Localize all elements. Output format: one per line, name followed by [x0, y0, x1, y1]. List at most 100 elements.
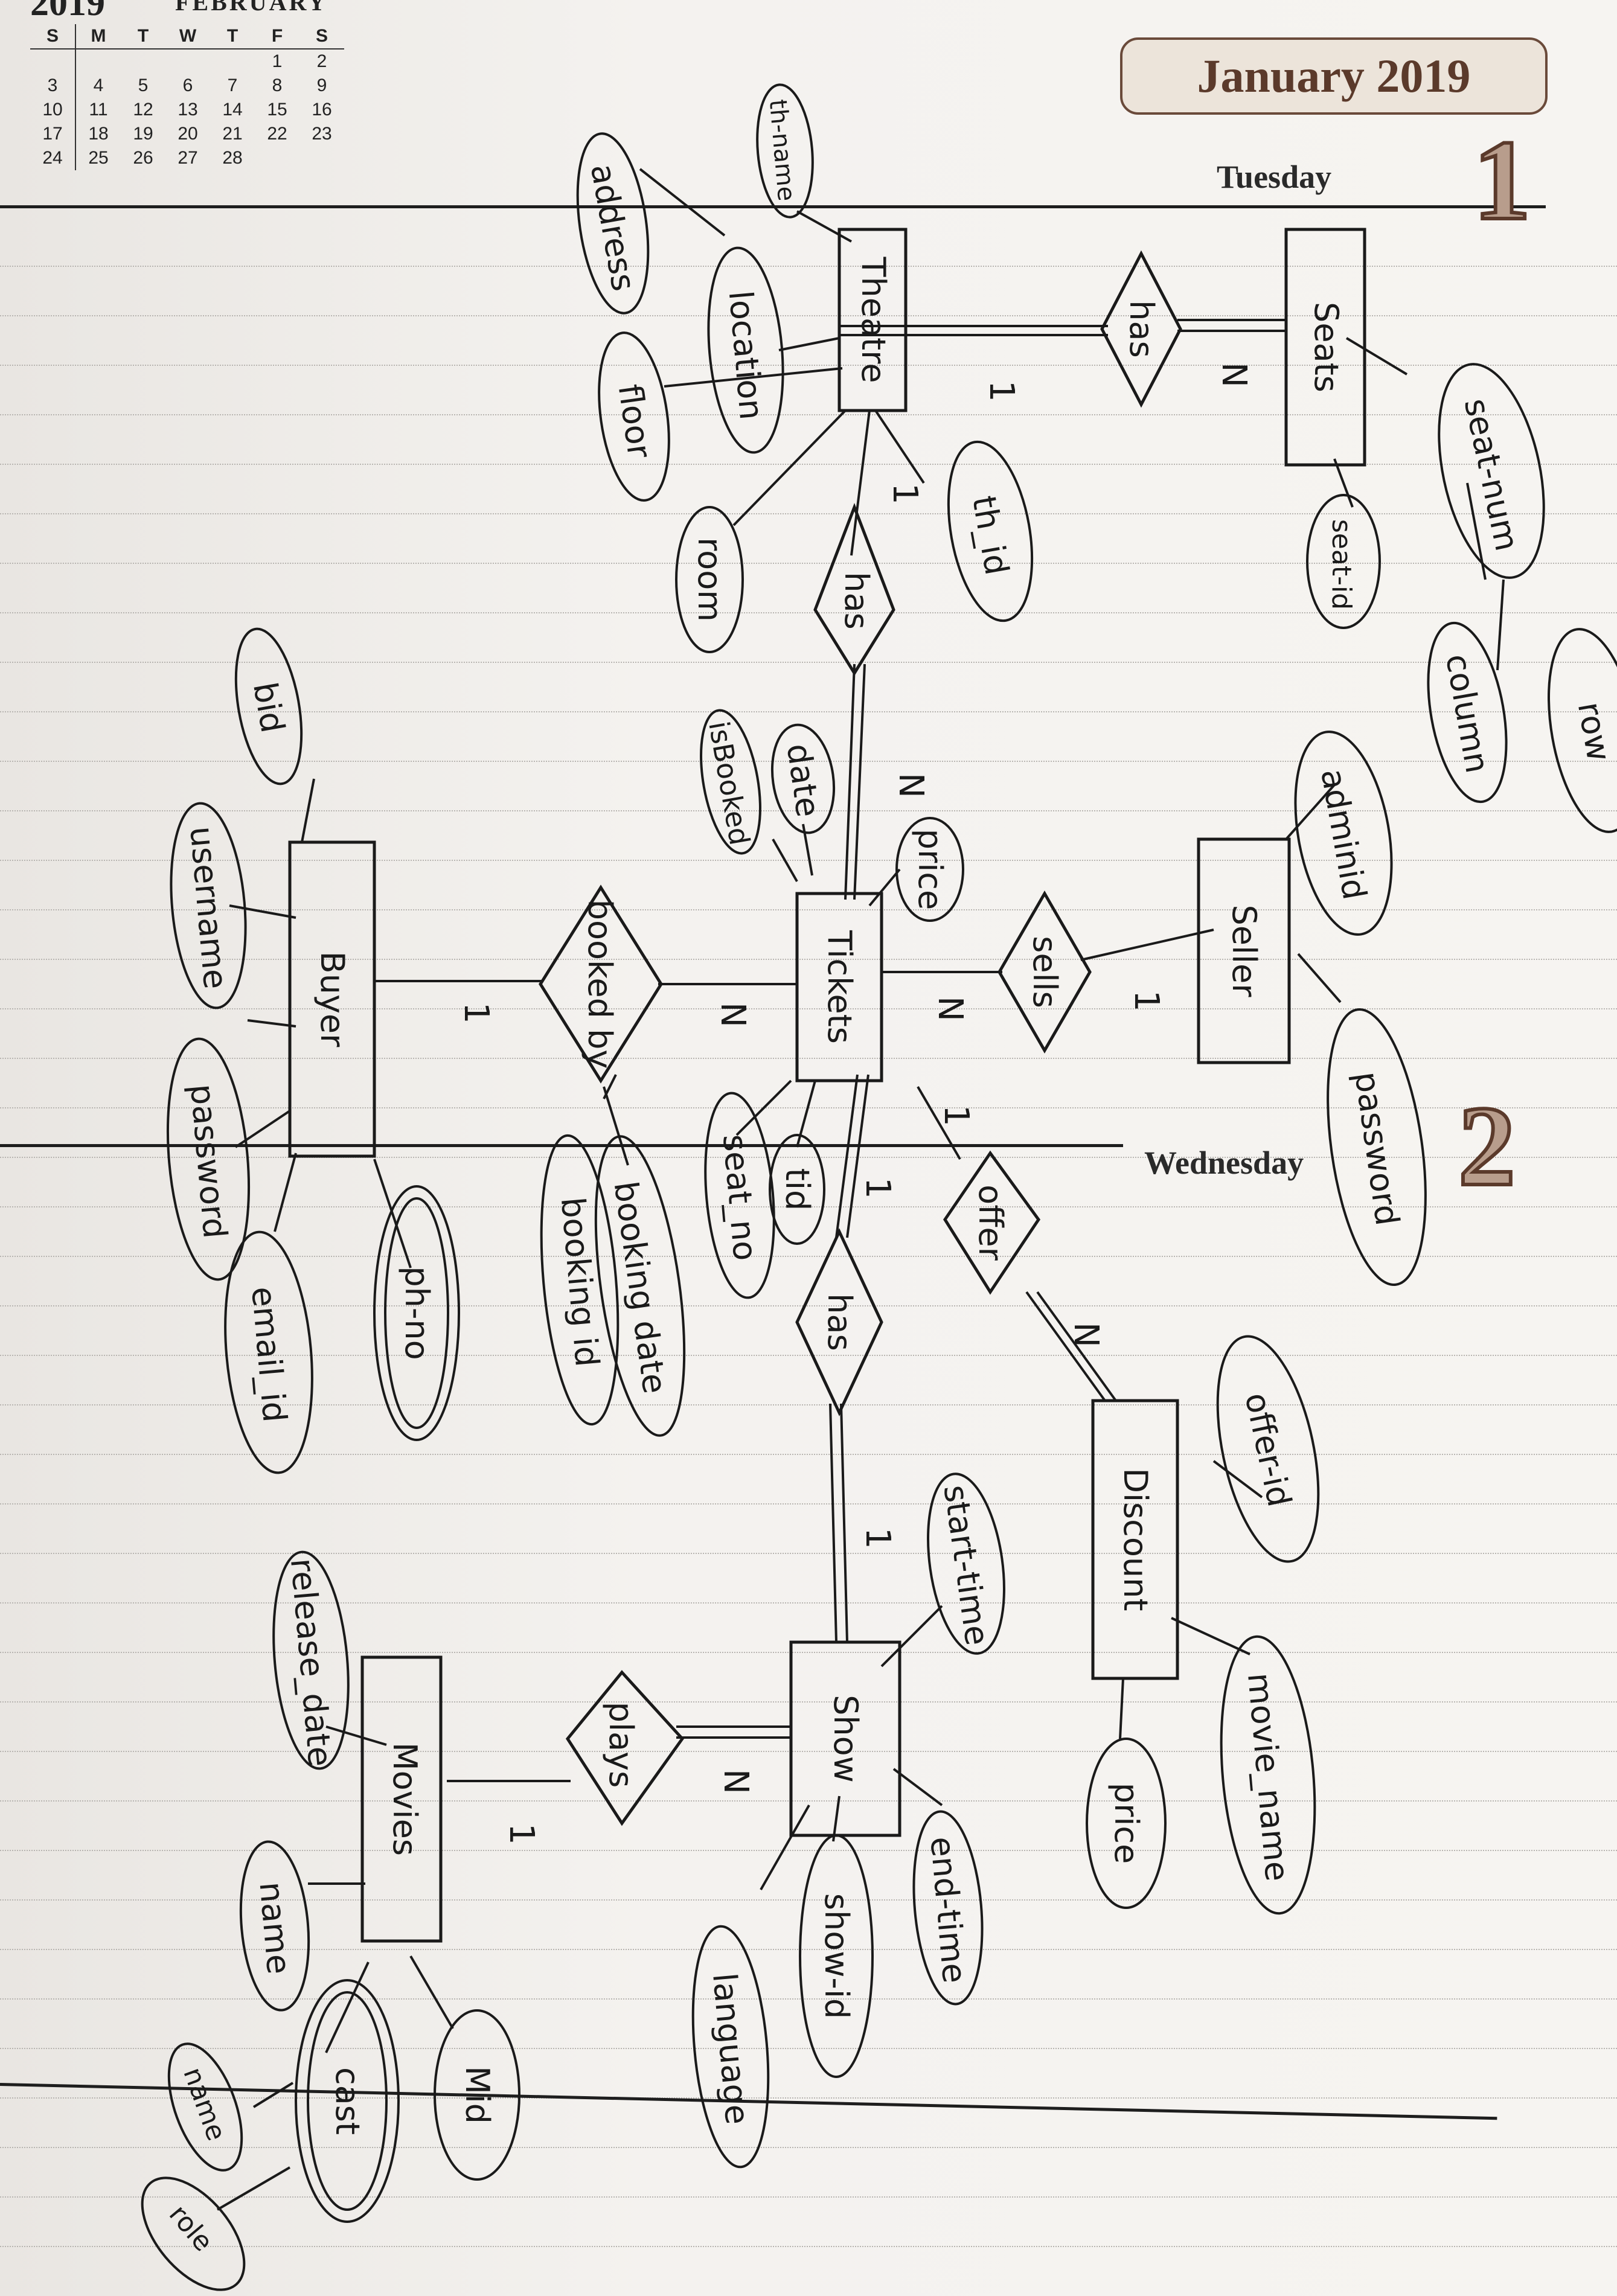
attr-label: email_id: [244, 1285, 293, 1424]
day-divider-top: [0, 205, 1546, 208]
calendar-day: 18: [88, 124, 109, 144]
cardinality-label: 1: [885, 483, 924, 505]
calendar-day: 9: [316, 75, 327, 95]
calendar-grid: S M T W T F S 1 2 3 4 5 6: [30, 24, 344, 170]
entity-buyer: Buyer: [288, 840, 376, 1158]
calendar-day: 1: [272, 51, 283, 71]
cardinality-label: N: [891, 773, 930, 798]
attr-discount-price: [1086, 1738, 1167, 1909]
calendar-day: 28: [222, 148, 243, 168]
calendar-day: [30, 49, 76, 74]
cardinality-label: N: [930, 996, 970, 1022]
attr-theatre-name: [756, 83, 814, 219]
cardinality-label: N: [716, 1769, 755, 1794]
attr-label: end-time: [923, 1835, 973, 1984]
attr-movies-release: [272, 1550, 350, 1770]
ruled-line: [0, 909, 1617, 910]
attr-buyer-email: [224, 1230, 313, 1474]
attr-label: booking id: [554, 1195, 606, 1368]
weekday-label: W: [165, 24, 210, 50]
rel-tickets-discount-label: offer: [972, 1185, 1010, 1261]
attr-tickets-price: [895, 817, 964, 922]
cardinality-label: 1: [1127, 990, 1166, 1012]
attr-label: price: [911, 829, 949, 910]
weekday-label: S: [299, 24, 344, 50]
rel-theatre-tickets-diamond: [813, 502, 895, 676]
rel-tickets-show: has: [795, 1228, 883, 1416]
attr-seller-adminid: [1294, 731, 1393, 936]
day-label-wednesday: Wednesday: [1144, 1145, 1304, 1181]
cardinality-labels: 1 N 1 N N 1 1 N 1 N 1 1 1 N: [456, 362, 1254, 1845]
ruled-line: [0, 2147, 1617, 2148]
ruled-line: [0, 2048, 1617, 2049]
attr-label: username: [182, 825, 234, 990]
attr-movies-name: [239, 1840, 310, 2012]
ruled-line: [0, 1404, 1617, 1405]
rel-theatre-seats-label: has: [1122, 300, 1161, 357]
ruled-line: [0, 2196, 1617, 2198]
calendar-day: 25: [88, 148, 109, 168]
ruled-line: [0, 761, 1617, 762]
attr-discount-offer-id: [1216, 1335, 1320, 1563]
attr-show-start: [927, 1473, 1005, 1655]
cardinality-label: N: [1066, 1322, 1106, 1348]
ruled-line: [0, 1058, 1617, 1059]
attr-label: bid: [246, 679, 292, 735]
cardinality-label: 1: [858, 1527, 897, 1549]
attr-buyer-username: [170, 802, 247, 1009]
calendar-day: 20: [178, 124, 198, 144]
calendar-day: 8: [272, 75, 283, 95]
ruled-line: [0, 1157, 1617, 1158]
calendar-day: 13: [178, 100, 198, 120]
attr-movies-cast-inner: [307, 1991, 388, 2211]
attr-tickets-isbooked: [700, 709, 761, 855]
attr-theatre-address: [576, 132, 650, 315]
weekday-label: S: [30, 24, 76, 50]
entity-discount: Discount: [1091, 1399, 1179, 1680]
attr-label: seat_no: [716, 1133, 764, 1262]
entity-seller: Seller: [1197, 837, 1291, 1064]
calendar-day: 27: [178, 148, 198, 168]
ruled-line: [0, 1553, 1617, 1554]
ruled-line: [0, 2246, 1617, 2247]
entity-buyer-label: Buyer: [313, 951, 351, 1047]
ruled-line: [0, 1503, 1617, 1505]
ruled-line: [0, 1701, 1617, 1703]
calendar-day: 15: [267, 100, 287, 120]
calendar-day: 4: [93, 75, 104, 95]
attr-theatre-room: [675, 506, 744, 653]
attr-label: location: [722, 289, 770, 421]
calendar-day: 3: [30, 74, 76, 98]
entity-show: Show: [789, 1640, 901, 1837]
attr-show-end: [912, 1810, 984, 2006]
entity-buyer-box: [288, 840, 376, 1158]
rel-seller-tickets-label: sells: [1026, 936, 1064, 1008]
calendar-day: 7: [227, 75, 238, 95]
attr-cast-role: [141, 2176, 246, 2291]
rel-tickets-discount-diamond: [943, 1150, 1041, 1295]
ruled-line: [0, 1454, 1617, 1455]
calendar-day: 23: [312, 124, 332, 144]
ruled-line: [0, 1949, 1617, 1950]
attr-label: isBooked: [702, 719, 756, 848]
cardinality-label: 1: [858, 1177, 897, 1199]
attr-label: adminid: [1313, 766, 1374, 903]
calendar-day: 12: [133, 100, 153, 120]
entity-show-label: Show: [827, 1695, 865, 1783]
attr-label: movie_name: [1240, 1671, 1296, 1882]
cardinality-label: 1: [937, 1105, 976, 1127]
entity-tickets-box: [795, 892, 883, 1082]
attr-label: language: [705, 1971, 757, 2126]
month-banner-text: January 2019: [1197, 50, 1471, 102]
attr-label: row: [1571, 699, 1617, 764]
cardinality-label: N: [713, 1002, 752, 1028]
attr-theatre-id: [947, 440, 1034, 622]
weekday-label: M: [75, 24, 121, 50]
rel-theatre-tickets-label: has: [837, 572, 876, 629]
attr-label: seat-num: [1457, 395, 1526, 554]
ruled-line: [0, 266, 1617, 267]
rel-theatre-seats-diamond: [1100, 250, 1182, 408]
calendar-day: 24: [30, 146, 76, 170]
attr-label: room: [691, 537, 729, 622]
attr-booking-date: [594, 1135, 686, 1437]
